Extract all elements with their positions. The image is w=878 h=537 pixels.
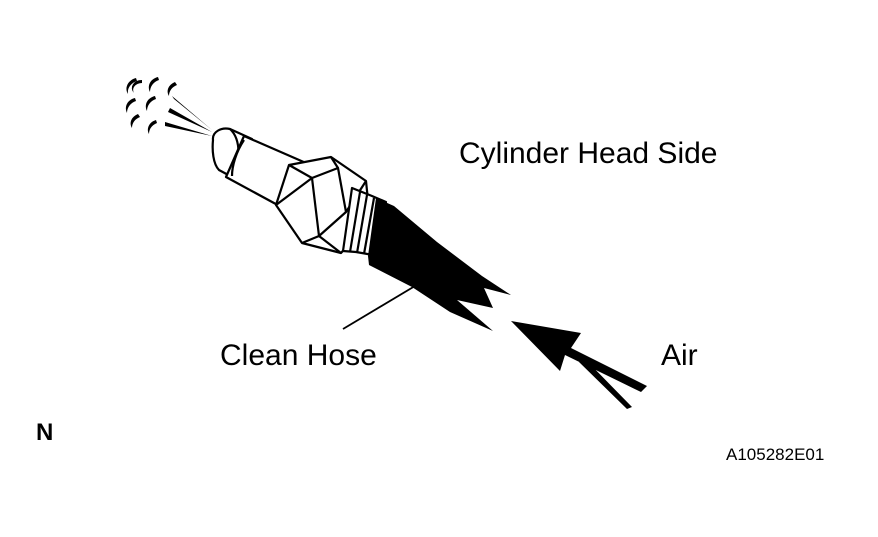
- arrow-icon: [511, 321, 647, 409]
- view-letter-label: N: [36, 419, 54, 446]
- clean-hose-leader-line: [342, 282, 421, 330]
- air-stream: [368, 198, 511, 331]
- cylinder-head-side-label: Cylinder Head Side: [459, 137, 718, 170]
- clean-hose-label: Clean Hose: [220, 339, 377, 372]
- hose-fitting-icon: [211, 127, 388, 257]
- air-spray-icon: [125, 77, 212, 136]
- air-label: Air: [661, 339, 698, 372]
- figure-id-label: A105282E01: [726, 445, 825, 464]
